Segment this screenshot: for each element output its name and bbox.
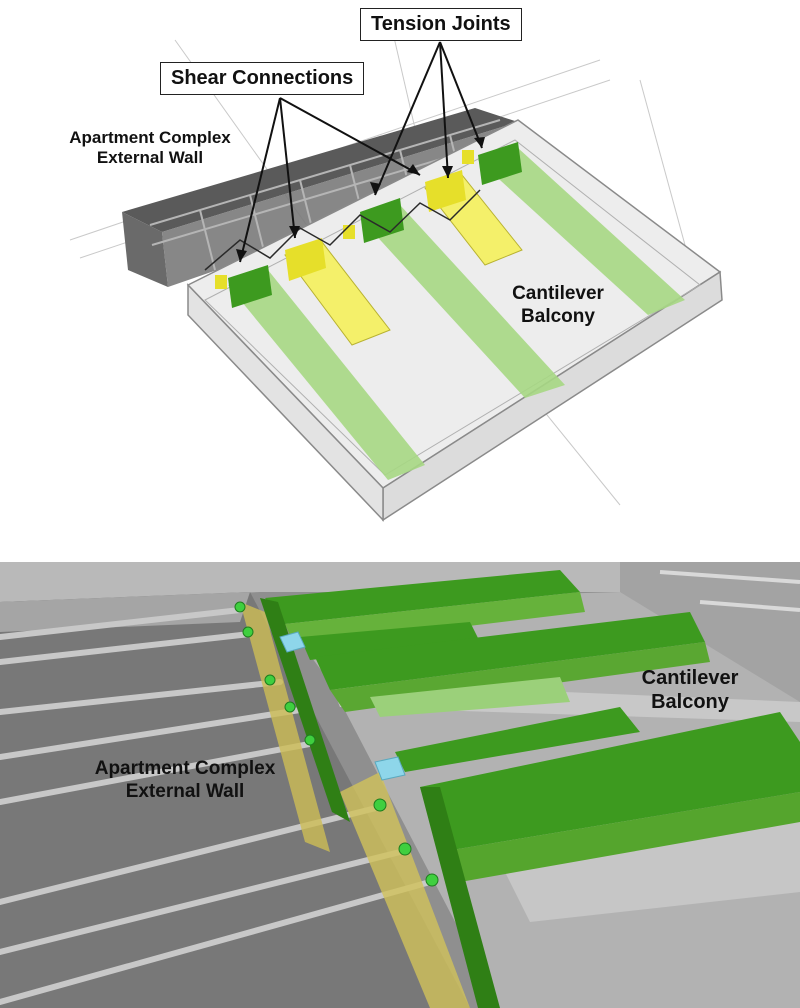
top-balcony-label-line2: Balcony (521, 305, 595, 327)
green-beams-closeup (260, 570, 800, 1008)
closeup-render (0, 562, 800, 1008)
top-balcony-label: Cantilever Balcony (498, 283, 618, 329)
bottom-wall-label-line1: Apartment Complex (94, 758, 276, 779)
closeup-render-panel: Apartment Complex External Wall Cantilev… (0, 562, 800, 1008)
bottom-balcony-label-line2: Balcony (651, 691, 729, 713)
callout-tension-joints: Tension Joints (360, 8, 522, 41)
callout-shear-connections: Shear Connections (160, 62, 365, 95)
top-wall-label-line2: External Wall (96, 148, 204, 168)
isometric-diagram-panel: Tension Joints Shear Connections Apartme… (50, 8, 723, 522)
truss (204, 189, 481, 271)
isometric-diagram (69, 19, 723, 522)
top-balcony-label-line1: Cantilever (512, 283, 604, 304)
bottom-balcony-label: Cantilever Balcony (620, 666, 760, 714)
cyan-connectors (279, 631, 406, 781)
callout-arrows (239, 41, 483, 263)
bottom-wall-label: Apartment Complex External Wall (70, 758, 300, 804)
top-wall-label-line1: Apartment Complex (69, 128, 231, 147)
green-beams (228, 142, 685, 480)
yellow-plates (240, 602, 470, 1008)
far-rebars (659, 570, 800, 612)
bottom-balcony-label-line1: Cantilever (641, 667, 739, 689)
bottom-wall-label-line2: External Wall (125, 780, 245, 802)
arrow-heads (236, 137, 485, 262)
top-wall-label: Apartment Complex External Wall (50, 128, 250, 169)
bolts (234, 601, 439, 887)
yellow-shear-blocks (215, 150, 523, 346)
